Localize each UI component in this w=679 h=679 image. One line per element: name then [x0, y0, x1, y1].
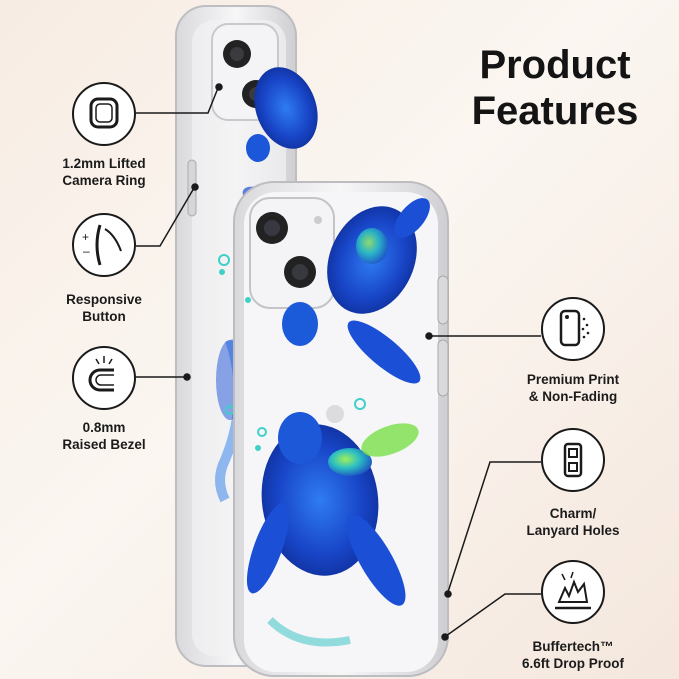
responsive-button-icon: +– [72, 213, 136, 277]
drop-proof-label: Buffertech™ 6.6ft Drop Proof [521, 639, 624, 671]
camera-ring-label: 1.2mm Lifted Camera Ring [62, 156, 146, 188]
raised-bezel-label: 0.8mm Raised Bezel [62, 420, 146, 452]
raised-bezel-icon [72, 346, 136, 410]
svg-text:–: – [83, 244, 90, 258]
front-phone-case [233, 181, 449, 677]
title-line-1: Product [479, 43, 631, 87]
page-title: Product Features [450, 42, 660, 134]
svg-text:+: + [82, 230, 89, 244]
lanyard-holes-icon [541, 428, 605, 492]
drop-proof-icon [541, 560, 605, 624]
title-line-2: Features [471, 89, 639, 133]
responsive-button-label: Responsive Button [66, 292, 142, 324]
premium-print-label: Premium Print & Non-Fading [526, 372, 620, 404]
leader-lines [136, 83, 541, 641]
premium-print-icon [541, 297, 605, 361]
camera-ring-icon [72, 82, 136, 146]
lanyard-holes-label: Charm/ Lanyard Holes [526, 506, 620, 538]
